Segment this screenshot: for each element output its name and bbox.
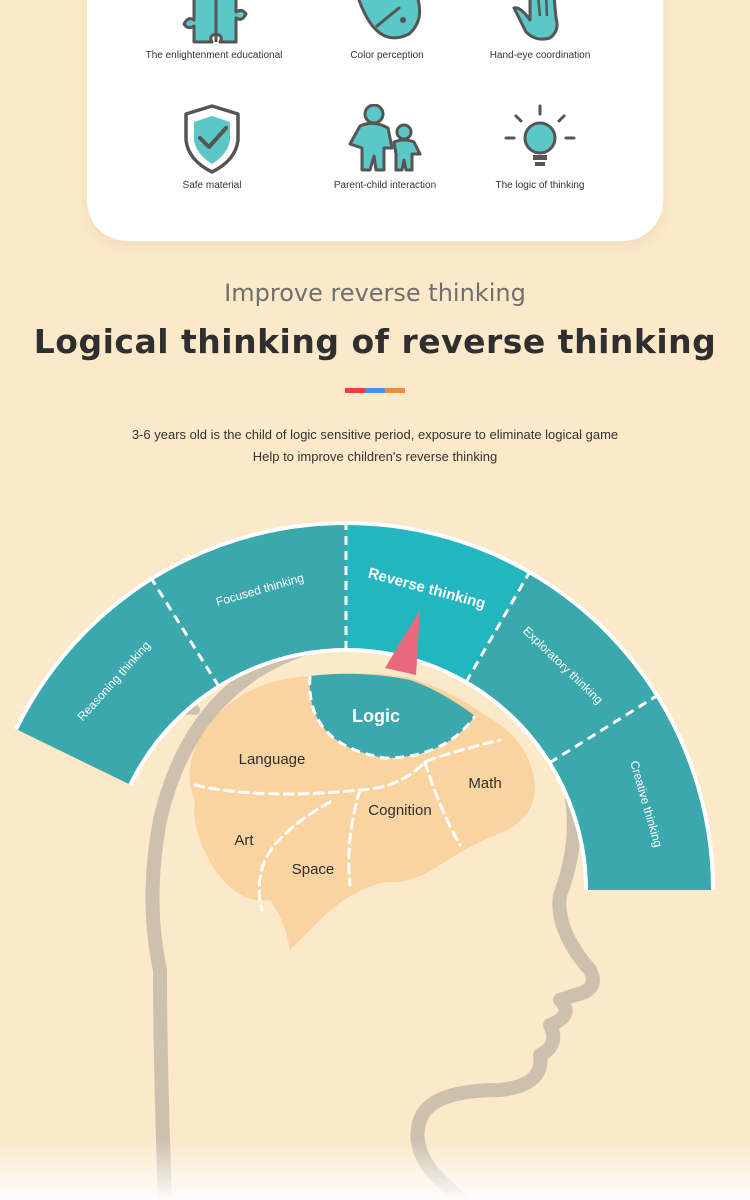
- brain-label-language: Language: [239, 751, 306, 768]
- feature-label: Parent-child interaction: [333, 180, 437, 191]
- arc-separator: [150, 577, 221, 688]
- accent-bar-blue: [365, 388, 385, 393]
- description-line-2: Help to improve children's reverse think…: [252, 449, 498, 464]
- parent-child-icon: [348, 104, 422, 172]
- brain-label-art: Art: [234, 832, 254, 849]
- arc-segment: [549, 695, 713, 890]
- accent-bar-red: [345, 388, 365, 393]
- feature-label: Hand-eye coordination: [489, 50, 591, 61]
- bottom-fade: [0, 1140, 750, 1200]
- shield-check-icon: [184, 104, 240, 174]
- feature-enlightenment: The enlightenment educational: [129, 0, 299, 61]
- arc-separator: [548, 694, 659, 765]
- section-description: 3-6 years old is the child of logic sens…: [0, 424, 750, 468]
- description-line-1: 3-6 years old is the child of logic sens…: [131, 427, 619, 442]
- puzzle-icon: [182, 0, 248, 44]
- brain-label-math: Math: [468, 775, 501, 792]
- arc-segment: [16, 578, 219, 785]
- pointer-arrow: [385, 610, 420, 675]
- feature-color-perception: Color perception: [302, 0, 472, 61]
- brain-label-logic: Logic: [352, 706, 400, 726]
- feature-label: The logic of thinking: [495, 180, 585, 191]
- features-card: The enlightenment educational Color perc…: [87, 0, 663, 241]
- section-subtitle: Improve reverse thinking: [224, 279, 526, 307]
- brain-region-logic: [309, 673, 475, 758]
- feature-label: The enlightenment educational: [145, 50, 283, 61]
- feature-label: Safe material: [182, 180, 242, 191]
- feature-label: Color perception: [350, 50, 424, 61]
- section-title: Logical thinking of reverse thinking: [33, 322, 717, 361]
- accent-bars: [345, 388, 405, 393]
- lightbulb-icon: [504, 104, 576, 166]
- brain-label-space: Space: [292, 861, 335, 878]
- brain-shape: [189, 673, 535, 950]
- accent-bar-orange: [385, 388, 405, 393]
- hand-icon: [512, 0, 559, 41]
- brain-label-cognition: Cognition: [368, 802, 431, 819]
- feature-parent-child: Parent-child interaction: [300, 104, 470, 191]
- arc-separator: [464, 571, 531, 683]
- feature-safe-material: Safe material: [127, 104, 297, 191]
- palette-icon: [357, 0, 422, 40]
- arc-segment: [466, 572, 658, 763]
- feature-hand-eye: Hand-eye coordination: [455, 0, 625, 61]
- feature-logic: The logic of thinking: [455, 104, 625, 191]
- arc-segment: [346, 523, 530, 683]
- arc-segment: [151, 523, 346, 687]
- arc-rim: [14, 521, 715, 891]
